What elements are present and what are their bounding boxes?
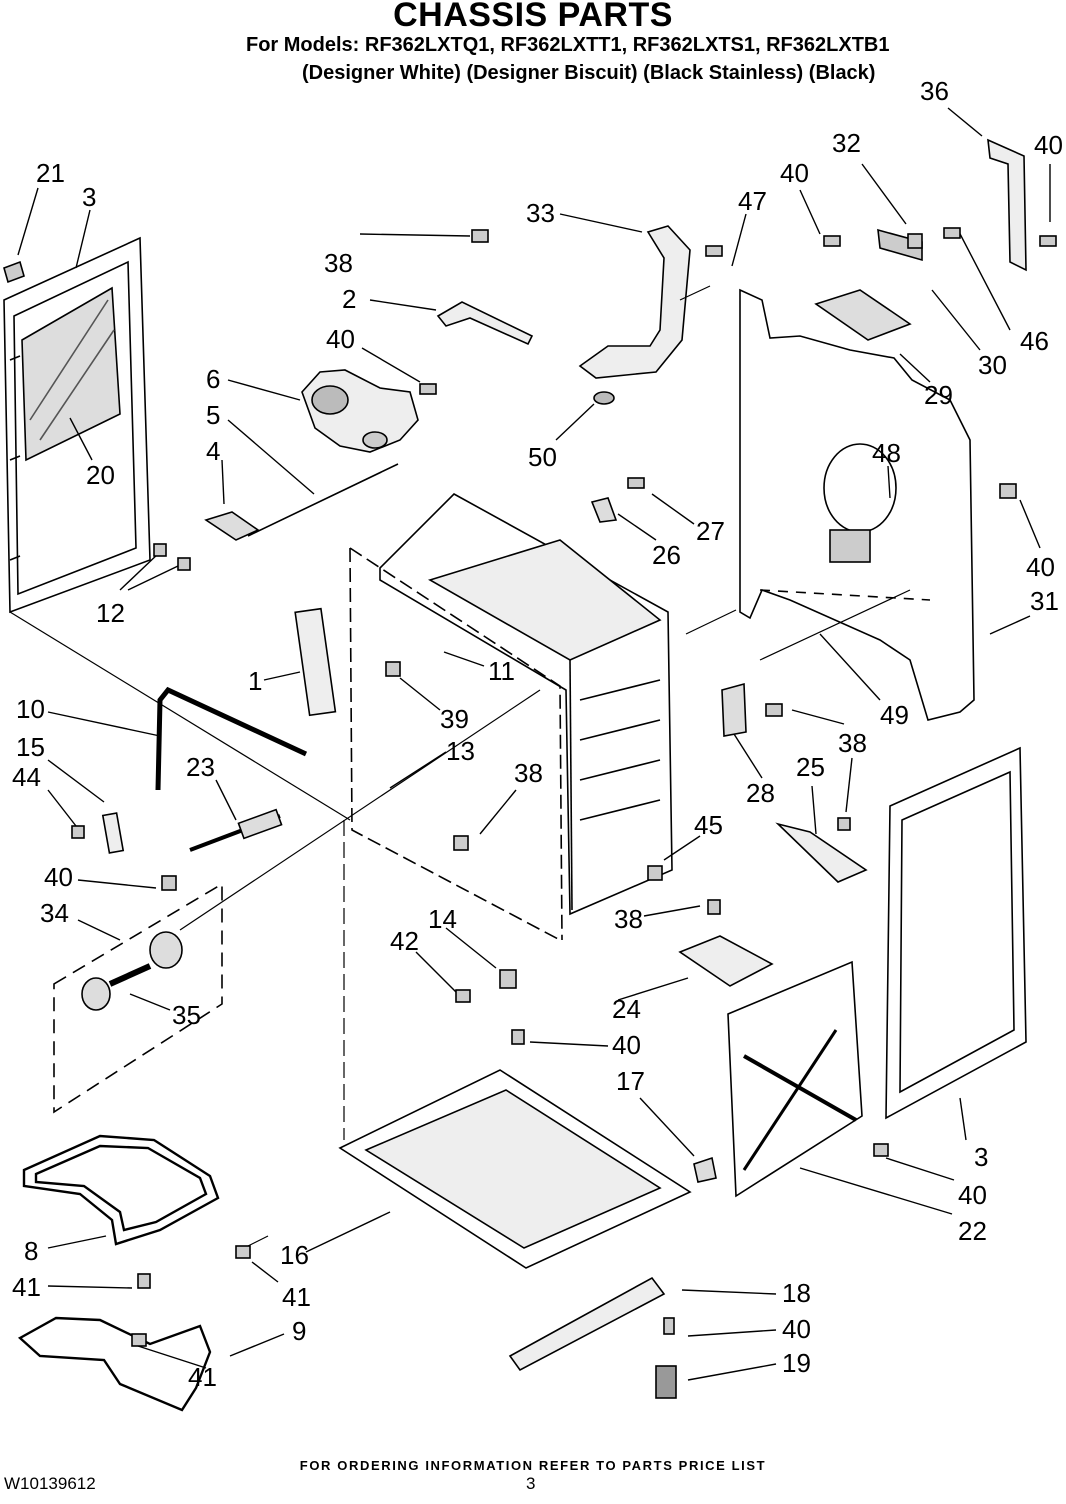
leveling-leg-part-19	[655, 1365, 677, 1399]
flue-duct-part-33	[578, 225, 691, 405]
bracket-part-25	[775, 822, 868, 883]
igniter-part-23	[189, 808, 283, 852]
page-title: CHASSIS PARTS	[393, 0, 673, 34]
callout-9: 9	[292, 1316, 306, 1346]
sensor-bracket-part-4	[204, 511, 260, 541]
callout-40: 40	[44, 862, 73, 892]
callout-42: 42	[390, 926, 419, 956]
back-panel-part-31	[739, 288, 975, 721]
callout-48: 48	[872, 438, 901, 468]
callout-28: 28	[746, 778, 775, 808]
callout-25: 25	[796, 752, 825, 782]
callout-49: 49	[880, 700, 909, 730]
leader-lines	[17, 107, 1051, 1381]
callout-18: 18	[782, 1278, 811, 1308]
spill-shield-part-15	[101, 812, 125, 854]
assembly-lines	[9, 285, 911, 1251]
callout-3: 3	[974, 1142, 988, 1172]
callout-30: 30	[978, 350, 1007, 380]
callout-34: 34	[40, 898, 69, 928]
hinge-part-21	[3, 260, 25, 284]
callout-23: 23	[186, 752, 215, 782]
callout-44: 44	[12, 762, 41, 792]
callout-11: 11	[488, 656, 515, 686]
bracket-part-2	[436, 301, 534, 346]
callout-35: 35	[172, 1000, 201, 1030]
callout-47: 47	[738, 186, 767, 216]
callout-41: 41	[188, 1362, 217, 1392]
callout-38: 38	[614, 904, 643, 934]
callout-40: 40	[780, 158, 809, 188]
callout-40: 40	[612, 1030, 641, 1060]
side-panel-part-3	[885, 746, 1027, 1120]
callout-6: 6	[206, 364, 220, 394]
callout-16: 16	[280, 1240, 309, 1270]
callout-38: 38	[514, 758, 543, 788]
callout-32: 32	[832, 128, 861, 158]
shield-part-22	[727, 960, 863, 1198]
callout-10: 10	[16, 694, 45, 724]
callout-29: 29	[924, 380, 953, 410]
bracket-part-36	[987, 138, 1027, 272]
callout-46: 46	[1020, 326, 1049, 356]
callout-40: 40	[958, 1180, 987, 1210]
callout-39: 39	[440, 704, 469, 734]
bracket-part-24	[678, 935, 774, 987]
door-outer-panel-part	[3, 236, 151, 614]
model-list: For Models: RF362LXTQ1, RF362LXTT1, RF36…	[246, 34, 890, 56]
gasket-part-10	[155, 686, 308, 791]
callout-17: 17	[616, 1066, 645, 1096]
callout-20: 20	[86, 460, 115, 490]
callout-27: 27	[696, 516, 725, 546]
callout-2: 2	[342, 284, 356, 314]
callout-14: 14	[428, 904, 457, 934]
callout-36: 36	[920, 76, 949, 106]
callout-8: 8	[24, 1236, 38, 1266]
callout-40: 40	[1026, 552, 1055, 582]
bracket-part-28	[721, 682, 747, 737]
callout-22: 22	[958, 1216, 987, 1246]
callout-38: 38	[324, 248, 353, 278]
callout-41: 41	[12, 1272, 41, 1302]
clip-part-17	[693, 1156, 717, 1183]
callout-31: 31	[1030, 586, 1059, 616]
fasteners	[71, 227, 1057, 1347]
valve-assembly-part	[301, 369, 419, 453]
callout-45: 45	[694, 810, 723, 840]
document-number: W10139612	[4, 1474, 96, 1493]
ordering-note: FOR ORDERING INFORMATION REFER TO PARTS …	[299, 1458, 767, 1473]
page-number: 3	[526, 1474, 536, 1493]
callout-40: 40	[782, 1314, 811, 1344]
callout-21: 21	[36, 158, 65, 188]
burner-part-34	[53, 882, 223, 1114]
rail-part-18	[508, 1276, 666, 1372]
bracket-part-26	[590, 497, 618, 523]
finish-list: (Designer White) (Designer Biscuit) (Bla…	[302, 62, 876, 84]
callout-13: 13	[446, 736, 475, 766]
callout-40: 40	[1034, 130, 1063, 160]
callout-4: 4	[206, 436, 220, 466]
callout-41: 41	[282, 1282, 311, 1312]
callout-40: 40	[326, 324, 355, 354]
bracket-part-29	[814, 289, 912, 341]
sensor-wire-part-5	[247, 463, 399, 537]
callout-1: 1	[248, 666, 262, 696]
callout-50: 50	[528, 442, 557, 472]
bake-element-part-8	[22, 1134, 220, 1246]
callout-3: 3	[82, 182, 96, 212]
callout-26: 26	[652, 540, 681, 570]
callout-19: 19	[782, 1348, 811, 1378]
oven-bottom-part-16	[338, 1069, 692, 1269]
callout-12: 12	[96, 598, 125, 628]
callout-15: 15	[16, 732, 45, 762]
callout-24: 24	[612, 994, 641, 1024]
callout-38: 38	[838, 728, 867, 758]
callout-33: 33	[526, 198, 555, 228]
broil-element-part-9	[17, 1316, 212, 1412]
oven-cavity-part	[349, 493, 673, 941]
bracket-part-1	[294, 607, 337, 717]
callout-5: 5	[206, 400, 220, 430]
